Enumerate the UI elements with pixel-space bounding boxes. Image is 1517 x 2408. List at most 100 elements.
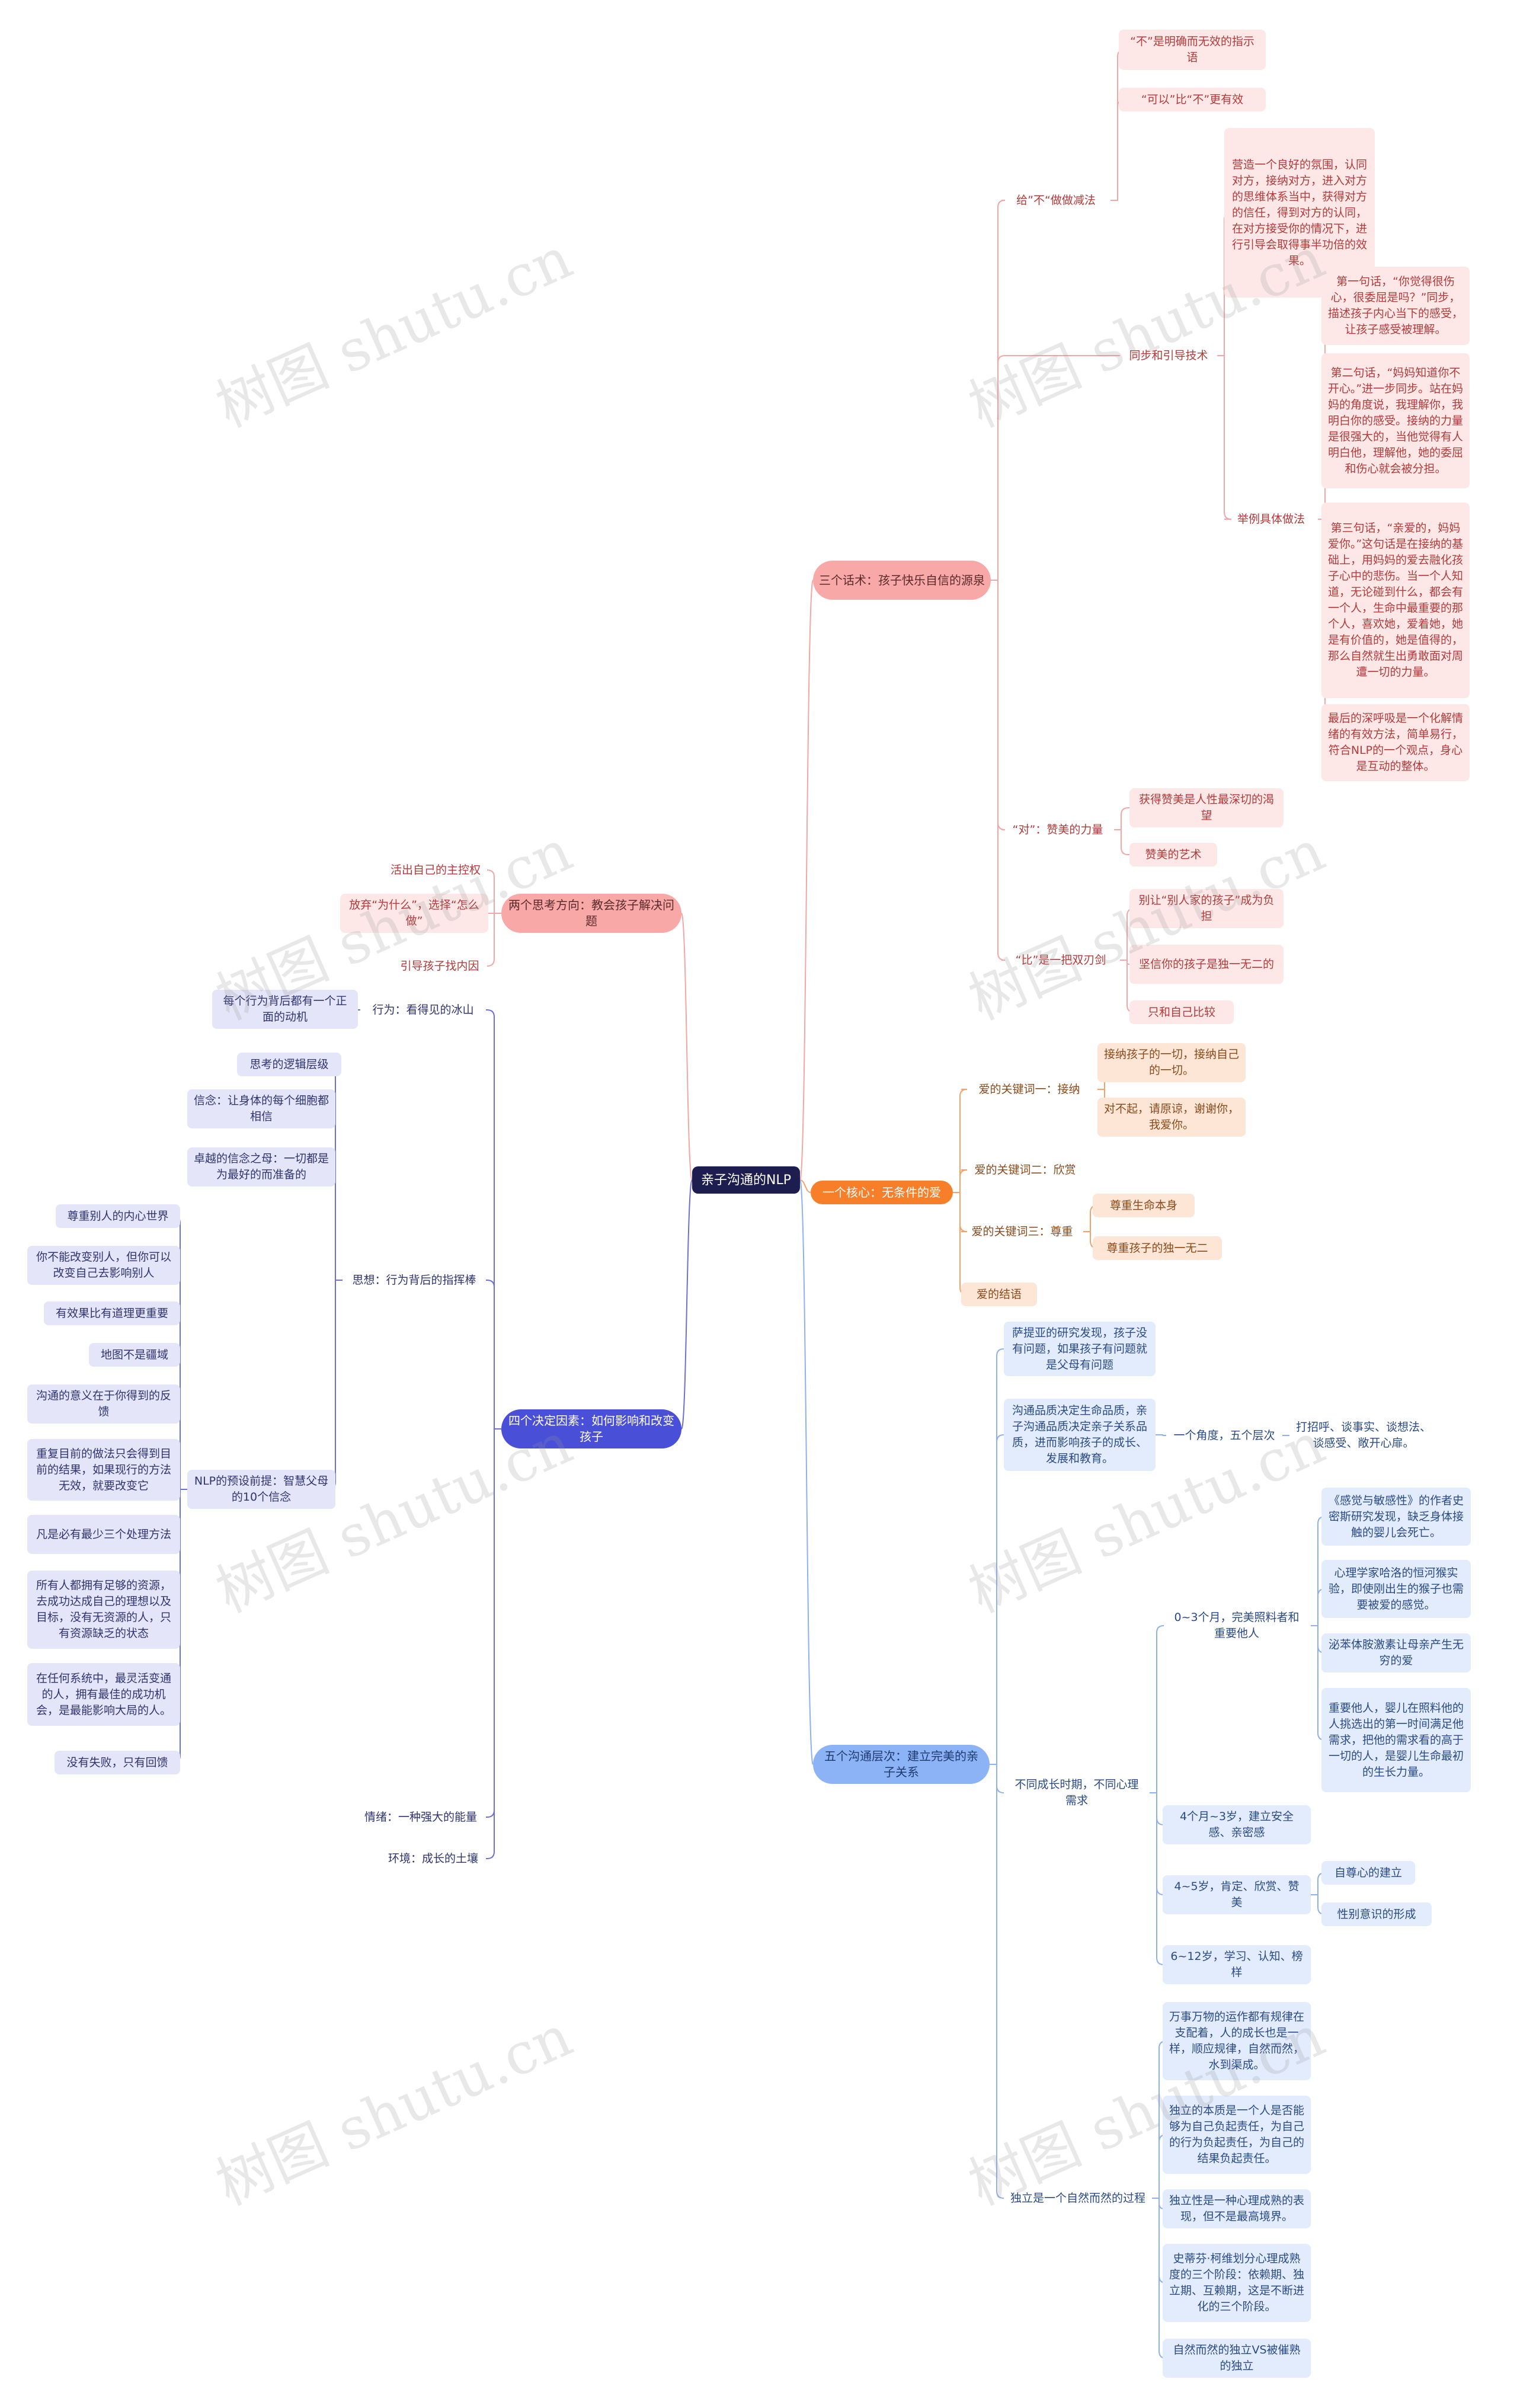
connector-b2_1 [487,869,501,914]
topic-b5-3-1-1[interactable]: 《感觉与敏感性》的作者史密斯研究发现，缺乏身体接触的婴儿会死亡。 [1321,1488,1471,1546]
topic-b5-3-1-4[interactable]: 重要他人，婴儿在照料他的人挑选出的第一时间满足他需求，把他的需求看的高于一切的人… [1321,1688,1471,1792]
connector-b1_2_2 [1217,355,1232,520]
connector-b1_3_2 [1114,829,1129,855]
topic-b3-3-2[interactable]: 尊重孩子的独一无二 [1093,1236,1222,1260]
connector-b5_2 [990,1434,1004,1765]
connector-b1_4 [991,580,1006,961]
topic-b4-2-4-10[interactable]: 没有失败，只有回馈 [55,1751,180,1774]
topic-b5-3-3[interactable]: 4~5岁，肯定、欣赏、赞美 [1163,1875,1311,1914]
topic-b4-2-4-5[interactable]: 沟通的意义在于你得到的反馈 [27,1384,180,1424]
connector-b1_2 [991,355,1120,581]
topic-b1-2-2-3[interactable]: 第三句话，“亲爱的，妈妈爱你。”这句话是在接纳的基础上，用妈妈的爱去融化孩子心中… [1321,503,1470,698]
connector-b1_1_2 [1110,99,1125,201]
topic-b5-4-2[interactable]: 独立的本质是一个人是否能够为自己负起责任，为自己的行为负起责任，为自己的结果负起… [1163,2096,1311,2174]
connector-b5_3_1 [1150,1625,1164,1793]
topic-b3-3-1[interactable]: 尊重生命本身 [1093,1194,1195,1217]
topic-b5-3[interactable]: 不同成长时期，不同心理需求 [1014,1778,1139,1807]
topic-b3-1[interactable]: 爱的关键词一：接纳 [978,1082,1080,1096]
topic-b4[interactable]: 四个决定因素：如何影响和改变孩子 [501,1409,681,1448]
topic-b5-4[interactable]: 独立是一个自然而然的过程 [1010,2191,1145,2205]
topic-b4-2-4-3[interactable]: 有效果比有道理更重要 [44,1301,180,1325]
topic-b3[interactable]: 一个核心：无条件的爱 [811,1181,953,1204]
topic-b4-4[interactable]: 环境：成长的土壤 [388,1851,478,1865]
connector-b2 [681,913,693,1181]
root-topic[interactable]: 亲子沟通的NLP [692,1166,800,1194]
topic-b5-2-1-1[interactable]: 打招呼、谈事实、谈想法、谈感受、敞开心扉。 [1295,1421,1431,1450]
topic-b4-2-4-7[interactable]: 凡是必有最少三个处理方法 [27,1515,180,1554]
connector-b5_4 [990,1764,1004,2199]
topic-b2[interactable]: 两个思考方向：教会孩子解决问题 [501,894,681,933]
topic-b1-1[interactable]: 给”不“做做减法 [1016,193,1096,207]
topic-b4-2-1[interactable]: 思考的逻辑层级 [237,1053,341,1076]
connector-b4_2 [486,1280,501,1430]
connector-b1_3_1 [1114,807,1129,830]
topic-b5-1[interactable]: 萨提亚的研究发现，孩子没有问题，如果孩子有问题就是父母有问题 [1004,1322,1156,1376]
topic-b4-2-2[interactable]: 信念：让身体的每个细胞都相信 [187,1089,335,1128]
topic-b5-4-1[interactable]: 万事万物的运作都有规律在支配着，人的成长也是一样，顺应规律，自然而然，水到渠成。 [1163,2002,1311,2080]
topic-b5-3-1-2[interactable]: 心理学家哈洛的恒河猴实验，即使刚出生的猴子也需要被爱的感觉。 [1321,1560,1471,1618]
topic-b1-4-3[interactable]: 只和自己比较 [1129,1000,1234,1024]
topic-b3-1-1[interactable]: 接纳孩子的一切，接纳自己的一切。 [1097,1043,1246,1082]
topic-b5-3-3-1[interactable]: 自尊心的建立 [1321,1861,1415,1885]
connector-b5 [799,1179,814,1765]
connector-b3_1 [953,1089,968,1193]
topic-b4-2-3[interactable]: 卓越的信念之母：一切都是为最好的而准备的 [187,1147,335,1187]
topic-b1-4-2[interactable]: 坚信你的孩子是独一无二的 [1129,945,1284,984]
connector-b3_2 [953,1169,968,1193]
topic-b1-2-2[interactable]: 举例具体做法 [1237,512,1305,526]
topic-b5-3-4[interactable]: 6~12岁，学习、认知、榜样 [1163,1945,1311,1984]
topic-b5-4-5[interactable]: 自然而然的独立VS被催熟的独立 [1163,2339,1311,2378]
topic-b5-3-3-2[interactable]: 性别意识的形成 [1321,1902,1432,1926]
topic-b4-2[interactable]: 思想：行为背后的指挥棒 [352,1273,476,1287]
topic-b1-4[interactable]: “比”是一把双刃剑 [1015,953,1106,967]
topic-b1-2-2-2[interactable]: 第二句话，“妈妈知道你不开心。”进一步同步。站在妈妈的角度说，我理解你，我明白你… [1321,353,1470,488]
topic-b4-1[interactable]: 行为：看得见的冰山 [372,1003,474,1016]
connector-b4_4 [486,1428,501,1859]
topic-b3-2[interactable]: 爱的关键词二：欣赏 [974,1163,1076,1176]
topic-b4-2-4-2[interactable]: 你不能改变别人，但你可以改变自己去影响别人 [27,1246,180,1285]
topic-b4-2-4[interactable]: NLP的预设前提：智慧父母的10个信念 [187,1470,335,1509]
topic-b5-3-2[interactable]: 4个月~3岁，建立安全感、亲密感 [1163,1805,1311,1844]
topic-b4-2-4-6[interactable]: 重复目前的做法只会得到目前的结果，如果现行的方法无效，就要改变它 [27,1439,180,1501]
topic-b3-3[interactable]: 爱的关键词三：尊重 [971,1224,1073,1238]
topic-b3-4[interactable]: 爱的结语 [961,1283,1037,1306]
topic-b4-1-1[interactable]: 每个行为背后都有一个正面的动机 [212,990,358,1029]
topic-b5-2[interactable]: 沟通品质决定生命品质，亲子沟通品质决定亲子关系品质，进而影响孩子的成长、发展和教… [1004,1399,1156,1471]
connector-b1_1 [991,200,1006,581]
topic-b1-2-2-1[interactable]: 第一句话，“你觉得很伤心，很委屈是吗？”同步，描述孩子内心当下的感受，让孩子感受… [1321,267,1470,345]
topic-b5[interactable]: 五个沟通层次：建立完美的亲子关系 [813,1745,990,1784]
connector-b5_1 [990,1348,1004,1765]
connector-b3 [799,1179,811,1193]
connector-b4_2_4 [328,1280,343,1490]
topic-b4-3[interactable]: 情绪：一种强大的能量 [364,1810,477,1824]
topic-b4-2-4-8[interactable]: 所有人都拥有足够的资源，去成功达成自己的理想以及目标，没有无资源的人，只有资源缺… [27,1571,180,1649]
topic-b1[interactable]: 三个话术：孩子快乐自信的源泉 [813,561,991,600]
topic-b4-2-4-4[interactable]: 地图不是疆域 [89,1343,180,1367]
topic-b5-3-1[interactable]: 0~3个月，完美照料者和重要他人 [1174,1611,1300,1640]
topic-b1-1-2[interactable]: “可以”比“不”更有效 [1119,88,1266,111]
topic-b1-3[interactable]: “对”：赞美的力量 [1012,823,1103,836]
connector-b1 [799,580,814,1181]
topic-b1-3-1[interactable]: 获得赞美是人性最深切的渴望 [1129,788,1284,827]
topic-b5-2-1[interactable]: 一个角度，五个层次 [1173,1428,1275,1442]
topic-b5-3-1-3[interactable]: 泌苯体胺激素让母亲产生无穷的爱 [1321,1633,1471,1673]
topic-b5-4-4[interactable]: 史蒂芬·柯维划分心理成熟度的三个阶段：依赖期、独立期、互赖期，这是不断进化的三个… [1163,2244,1311,2322]
topic-b1-3-2[interactable]: 赞美的艺术 [1129,843,1217,866]
topic-b1-2[interactable]: 同步和引导技术 [1129,348,1208,362]
topic-b1-1-1[interactable]: “不”是明确而无效的指示语 [1119,30,1266,70]
topic-b4-2-4-1[interactable]: 尊重别人的内心世界 [56,1204,180,1228]
topic-b1-2-1[interactable]: 营造一个良好的氛围，认同对方，接纳对方，进入对方的思维体系当中，获得对方的信任，… [1224,128,1375,298]
topic-b4-2-4-9[interactable]: 在任何系统中，最灵活变通的人，拥有最佳的成功机会，是最能影响大局的人。 [27,1663,180,1726]
topic-b5-4-3[interactable]: 独立性是一种心理成熟的表现，但不是最高境界。 [1163,2189,1311,2228]
connector-b3_4 [953,1192,968,1295]
topic-b1-4-1[interactable]: 别让“别人家的孩子”成为负担 [1129,889,1284,928]
connector-b2_3 [487,913,501,967]
topic-b1-2-2-4[interactable]: 最后的深呼吸是一个化解情绪的有效方法，简单易行，符合NLP的一个观点，身心是互动… [1321,704,1470,781]
topic-b3-1-2[interactable]: 对不起，请原谅，谢谢你，我爱你。 [1097,1098,1246,1137]
connector-b4 [681,1179,693,1430]
topic-b2-2[interactable]: 放弃“为什么”，选择“怎么做” [340,894,488,933]
connector-b4_1 [486,1009,501,1430]
topic-b2-3[interactable]: 引导孩子找内因 [400,959,479,973]
topic-b2-1[interactable]: 活出自己的主控权 [390,863,481,877]
